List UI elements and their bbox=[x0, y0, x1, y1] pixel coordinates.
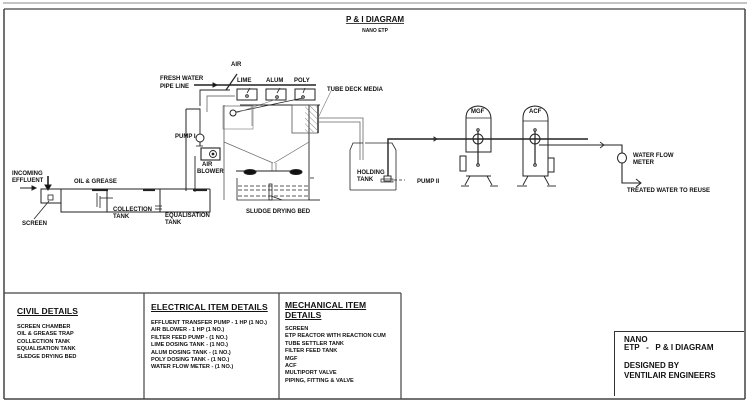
list-item: POLY DOSING TANK - (1 NO.) bbox=[151, 357, 230, 364]
tube-deck-media bbox=[291, 90, 332, 134]
sheet-frame bbox=[3, 2, 747, 400]
title-block-line2: ETP - P & I DIAGRAM bbox=[624, 342, 714, 352]
list-item: FILTER FEED PUMP - (1 NO.) bbox=[151, 334, 228, 341]
label-holding-tank: HOLDING bbox=[357, 170, 385, 176]
screen-chamber bbox=[40, 188, 62, 204]
fresh-water-pipe-line bbox=[194, 73, 316, 91]
label-tube-deck-media: TUBE DECK MEDIA bbox=[327, 87, 384, 93]
list-item: EQUALISATION TANK bbox=[17, 346, 76, 353]
list-item: SCREEN bbox=[285, 326, 309, 332]
lime-dosing-tank bbox=[236, 87, 258, 101]
list-item: TUBE SETTLER TANK bbox=[285, 340, 344, 347]
holding-tank bbox=[349, 142, 397, 191]
list-item: WATER FLOW METER - (1 NO.) bbox=[151, 364, 234, 371]
list-item: SLEDGE DRYING BED bbox=[17, 353, 77, 360]
label-air-blower-2: BLOWER bbox=[197, 169, 224, 175]
electrical-details-heading: ELECTRICAL ITEM DETAILS bbox=[151, 302, 268, 312]
pump-2 bbox=[380, 175, 405, 183]
label-incoming-effluent-2: EFFLUENT bbox=[12, 178, 44, 184]
label-water-flow-meter: WATER FLOW bbox=[633, 153, 674, 159]
list-item: SCREEN CHAMBER bbox=[17, 324, 71, 330]
civil-details-heading: CIVIL DETAILS bbox=[17, 306, 78, 316]
list-item: LIME DOSING TANK - (1 NO.) bbox=[151, 342, 228, 349]
label-holding-tank-2: TANK bbox=[357, 177, 374, 183]
label-pump-2: PUMP II bbox=[417, 179, 440, 185]
water-flow-meter bbox=[617, 152, 627, 164]
label-equalisation-tank: EQUALISATION bbox=[165, 213, 210, 219]
diagram-subtitle: NANO ETP bbox=[362, 28, 389, 34]
label-acf: ACF bbox=[529, 109, 542, 115]
label-treated-water: TREATED WATER TO REUSE bbox=[627, 188, 710, 194]
title-block-line1: NANO bbox=[624, 335, 648, 344]
electrical-details-list: EFFLUENT TRANSFER PUMP - 1 HP (1 NO.) AI… bbox=[151, 320, 279, 372]
label-incoming-effluent: INCOMING bbox=[12, 171, 43, 177]
label-air-blower: AIR bbox=[202, 162, 213, 168]
civil-details-panel: CIVIL DETAILS SCREEN CHAMBER OIL & GREAS… bbox=[9, 294, 144, 399]
poly-dosing-tank bbox=[294, 87, 316, 101]
label-equalisation-tank-2: TANK bbox=[165, 220, 182, 226]
label-oil-grease: OIL & GREASE bbox=[74, 179, 117, 185]
title-block-company: VENTILAIR ENGINEERS bbox=[624, 370, 716, 380]
label-pump-1: PUMP I bbox=[175, 134, 196, 140]
sludge-drying-bed bbox=[236, 169, 314, 201]
label-lime: LIME bbox=[237, 78, 251, 84]
mechanical-details-heading: MECHANICAL ITEM DETAILS bbox=[285, 300, 367, 320]
label-sludge-drying-bed: SLUDGE DRYING BED bbox=[246, 209, 311, 215]
mechanical-details-panel: MECHANICAL ITEM DETAILS SCREEN ETP REACT… bbox=[281, 294, 400, 399]
list-item: ETP REACTOR WITH REACTION CUM bbox=[285, 333, 386, 340]
air-blower bbox=[194, 147, 221, 192]
title-block-designed-by: DESIGNED BY bbox=[624, 360, 680, 370]
label-collection-tank: COLLECTION bbox=[113, 207, 152, 213]
label-poly: POLY bbox=[294, 78, 310, 84]
list-item: COLLECTION TANK bbox=[17, 338, 71, 345]
label-collection-tank-2: TANK bbox=[113, 214, 130, 220]
civil-details-list: SCREEN CHAMBER OIL & GREASE TRAP COLLECT… bbox=[17, 324, 144, 361]
acf-vessel bbox=[517, 105, 556, 187]
list-item: EFFLUENT TRANSFER PUMP - 1 HP (1 NO.) bbox=[151, 320, 268, 326]
list-item: OIL & GREASE TRAP bbox=[17, 331, 74, 338]
label-fresh-water-2: PIPE LINE bbox=[160, 84, 189, 90]
title-block: NANO ETP - P & I DIAGRAM DESIGNED BY VEN… bbox=[614, 331, 744, 396]
list-item: MGF bbox=[285, 355, 298, 362]
label-screen: SCREEN bbox=[22, 221, 47, 227]
list-item: ACF bbox=[285, 363, 297, 370]
collection-equalisation-tanks bbox=[60, 188, 211, 213]
mechanical-details-list: SCREEN ETP REACTOR WITH REACTION CUM TUB… bbox=[285, 326, 400, 385]
diagram-title: P & I DIAGRAM bbox=[346, 15, 404, 24]
alum-dosing-tank bbox=[265, 87, 287, 101]
label-air: AIR bbox=[231, 62, 242, 68]
label-alum: ALUM bbox=[266, 78, 283, 84]
diagram-labels: INCOMING EFFLUENT SCREEN OIL & GREASE CO… bbox=[12, 62, 710, 227]
electrical-details-panel: ELECTRICAL ITEM DETAILS EFFLUENT TRANSFE… bbox=[146, 294, 279, 399]
label-water-flow-meter-2: METER bbox=[633, 160, 655, 166]
label-fresh-water: FRESH WATER bbox=[160, 76, 204, 82]
list-item: FILTER FEED TANK bbox=[285, 348, 338, 355]
list-item: PIPING, FITTING & VALVE bbox=[285, 377, 354, 384]
mgf-vessel bbox=[459, 105, 498, 187]
list-item: MULTIPORT VALVE bbox=[285, 370, 337, 377]
incoming-effluent-arrow bbox=[20, 176, 52, 191]
list-item: ALUM DOSING TANK - (1 NO.) bbox=[151, 349, 231, 356]
list-item: AIR BLOWER - 1 HP (1 NO.) bbox=[151, 327, 225, 334]
label-mgf: MGF bbox=[471, 109, 485, 115]
